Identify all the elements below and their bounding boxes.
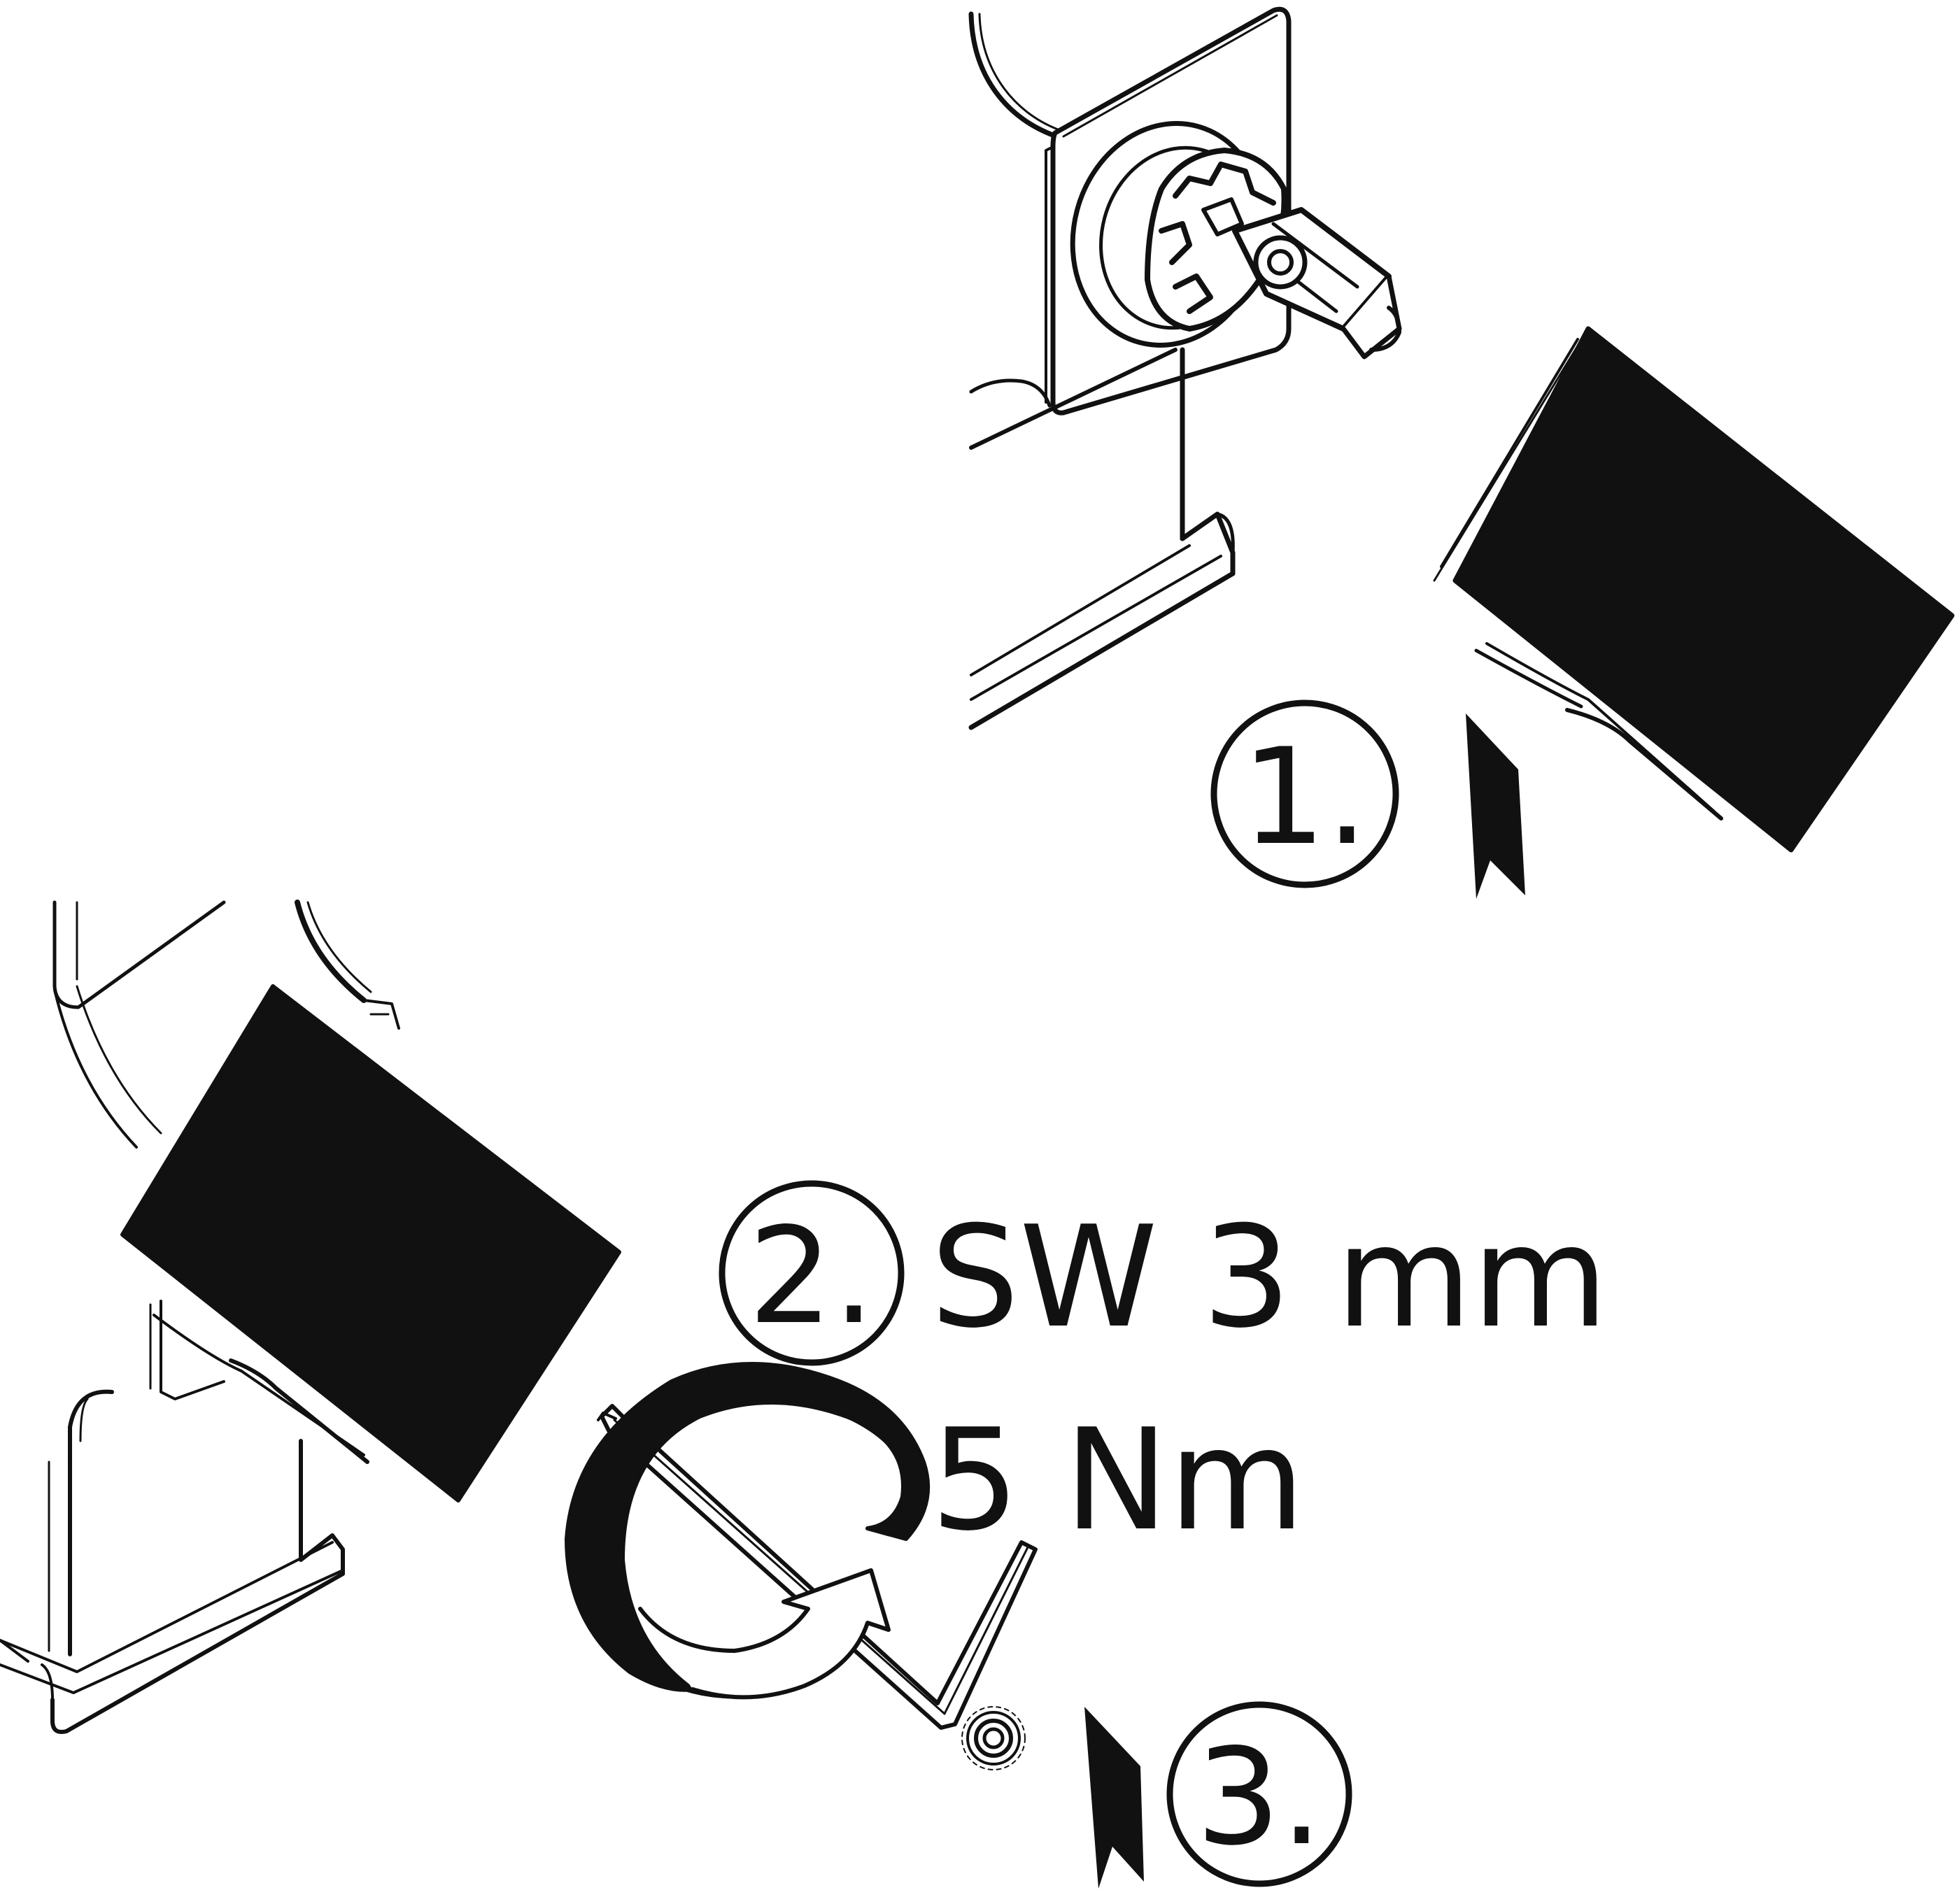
wrench-size-label: SW 3 mm <box>931 1196 1608 1359</box>
push-arrow-icon <box>1466 713 1525 899</box>
handle-block-icon <box>1433 326 1955 853</box>
push-arrow-icon <box>1084 1707 1144 1889</box>
top-scene <box>968 6 1955 853</box>
torque-label: 5 Nm <box>931 1399 1305 1562</box>
step-3-label: 3. <box>1196 1720 1322 1875</box>
escutcheon-arc <box>968 11 1059 139</box>
step-3-circle <box>1166 1701 1352 1887</box>
bottom-scene <box>0 900 1038 1770</box>
step-1-label: 1. <box>1241 720 1368 874</box>
valve-cartridge-icon <box>1145 148 1402 360</box>
step-2-circle <box>719 1180 905 1366</box>
step-1-circle <box>1210 699 1399 888</box>
step-2-label: 2. <box>748 1199 875 1354</box>
grub-screw-icon <box>961 1706 1026 1770</box>
rotation-arrow-icon <box>565 1362 931 1700</box>
